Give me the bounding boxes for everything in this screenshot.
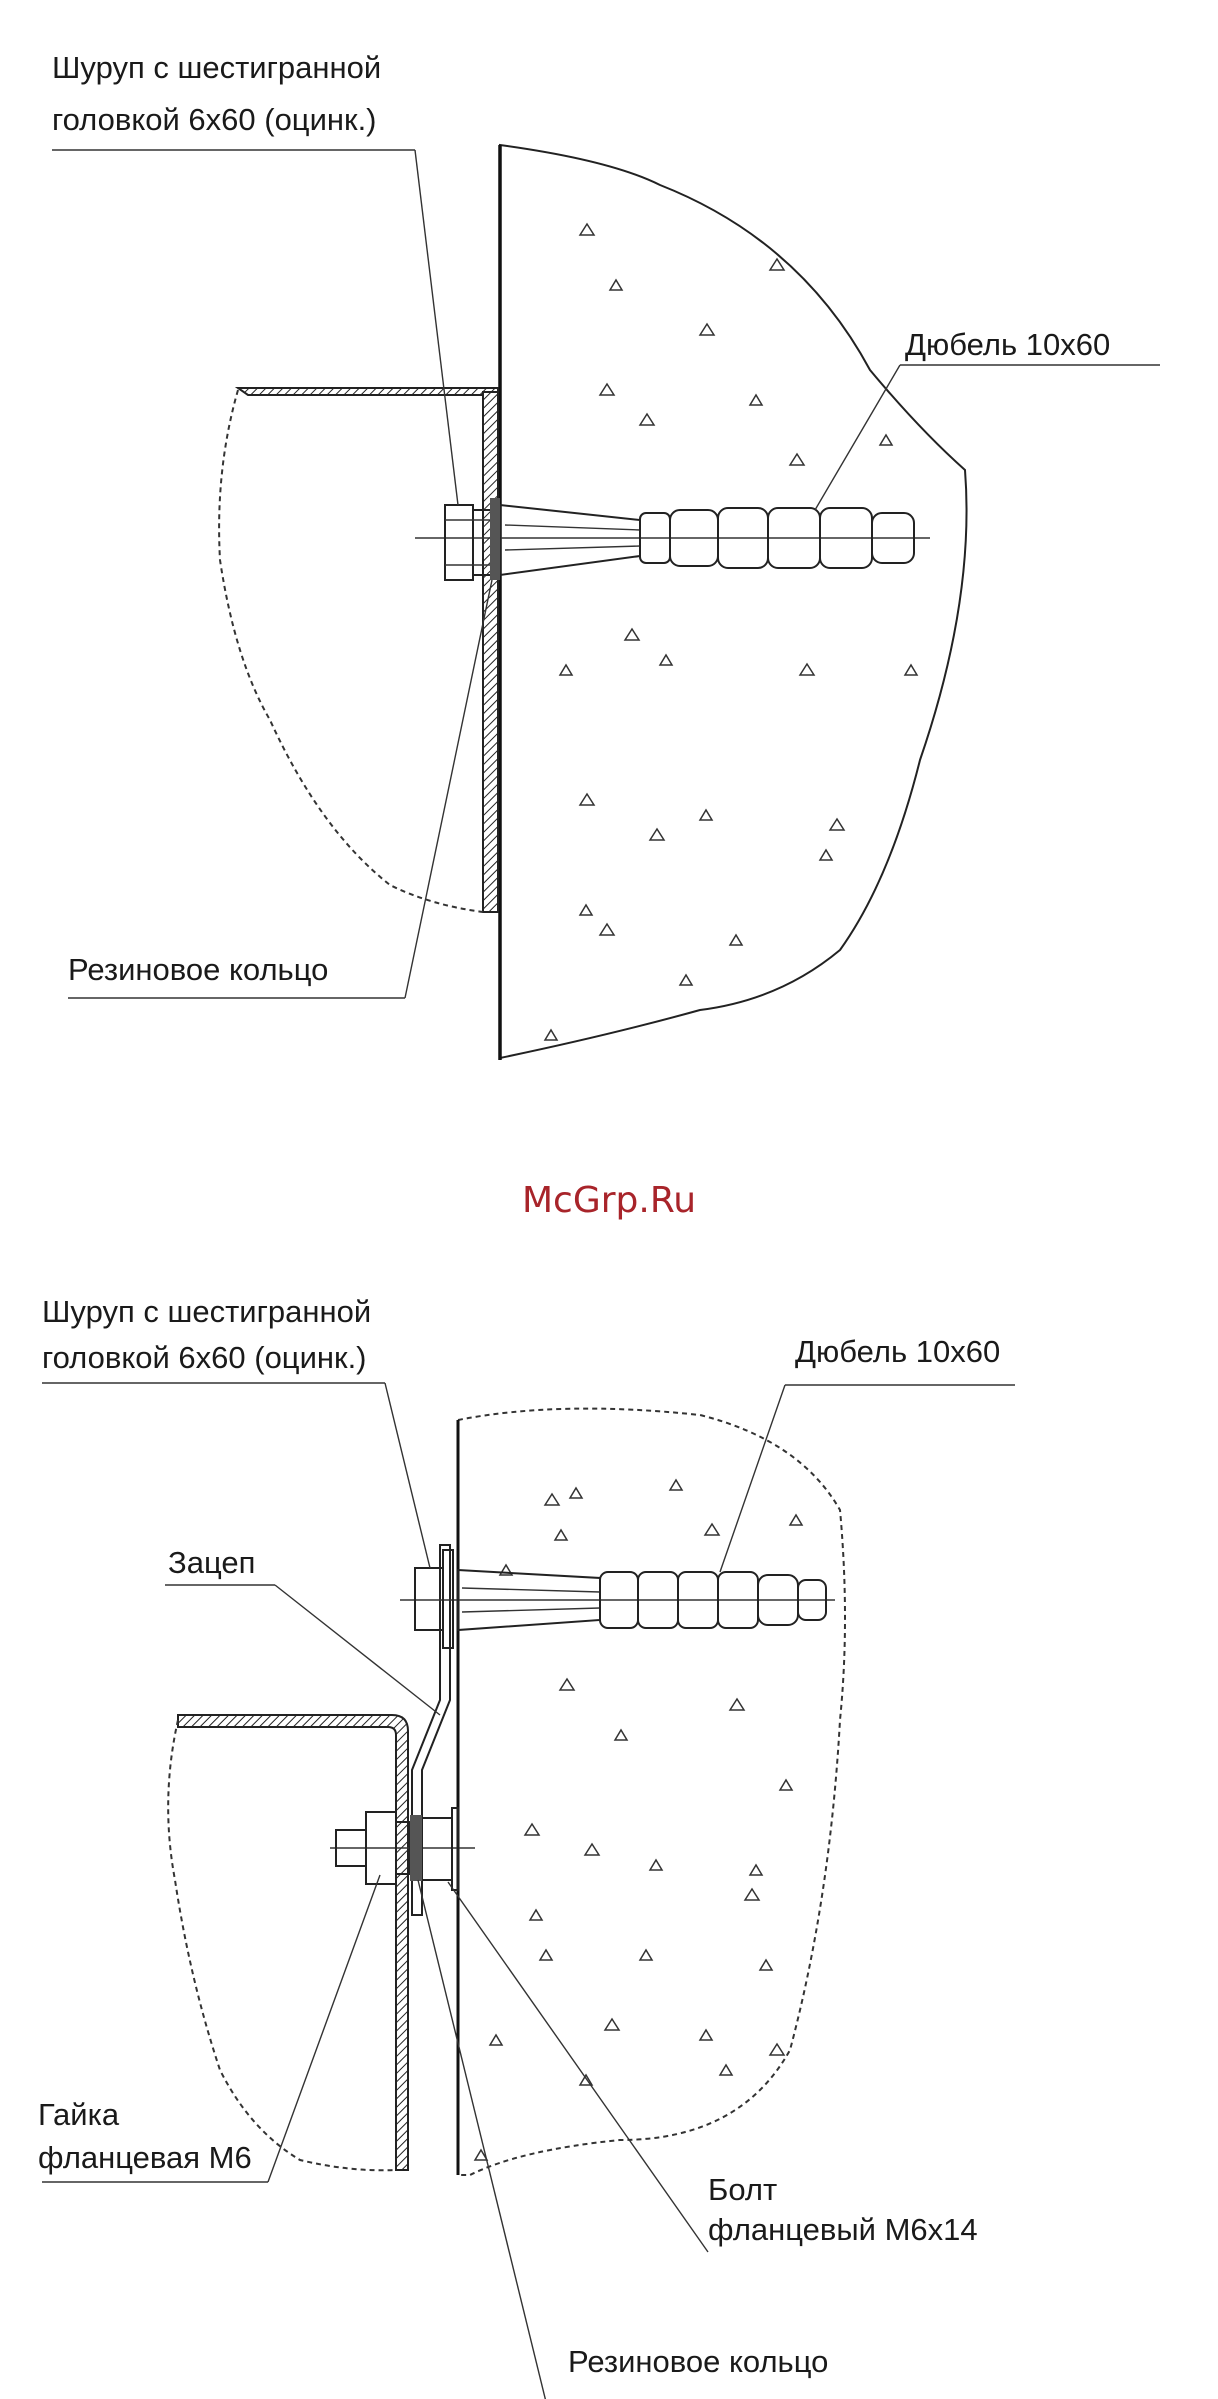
watermark: McGrp.Ru [522, 1180, 696, 1221]
bottom-concrete-wall [458, 1409, 845, 2175]
top-dowel-label: Дюбель 10х60 [905, 327, 1110, 362]
bottom-screw-label-line1: Шуруп с шестигранной [42, 1294, 371, 1329]
bottom-nut-label-line2: фланцевая М6 [38, 2140, 252, 2175]
bottom-metal-sheet-outline [168, 1720, 396, 2170]
bottom-hook-label: Зацеп [168, 1545, 255, 1580]
bottom-ring-label: Резиновое кольцо [568, 2344, 828, 2379]
top-concrete-wall [500, 145, 967, 1058]
top-screw-label-line2: головкой 6х60 (оцинк.) [52, 102, 377, 137]
bottom-dowel-label: Дюбель 10х60 [795, 1334, 1000, 1369]
bottom-screw [400, 1550, 835, 1648]
top-screw-label-line1: Шуруп с шестигранной [52, 50, 381, 85]
top-diagram: Шуруп с шестигранной головкой 6х60 (оцин… [52, 50, 1160, 1060]
bottom-screw-label-line2: головкой 6х60 (оцинк.) [42, 1340, 367, 1375]
top-rubber-ring [490, 498, 500, 580]
top-metal-sheet-flange [483, 392, 498, 912]
top-ring-label: Резиновое кольцо [68, 952, 328, 987]
bottom-rubber-ring [410, 1815, 422, 1881]
top-metal-sheet-outline [219, 390, 483, 912]
bottom-metal-sheet [178, 1715, 408, 2170]
bottom-bolt-label-line1: Болт [708, 2172, 777, 2207]
bottom-bolt-label-line2: фланцевый М6х14 [708, 2212, 978, 2247]
top-metal-sheet [238, 388, 498, 395]
bottom-nut-label-line1: Гайка [38, 2097, 120, 2132]
bottom-diagram: Шуруп с шестигранной головкой 6х60 (оцин… [38, 1294, 1015, 2399]
top-dowel [500, 505, 914, 575]
top-leader-lines [52, 150, 1160, 998]
